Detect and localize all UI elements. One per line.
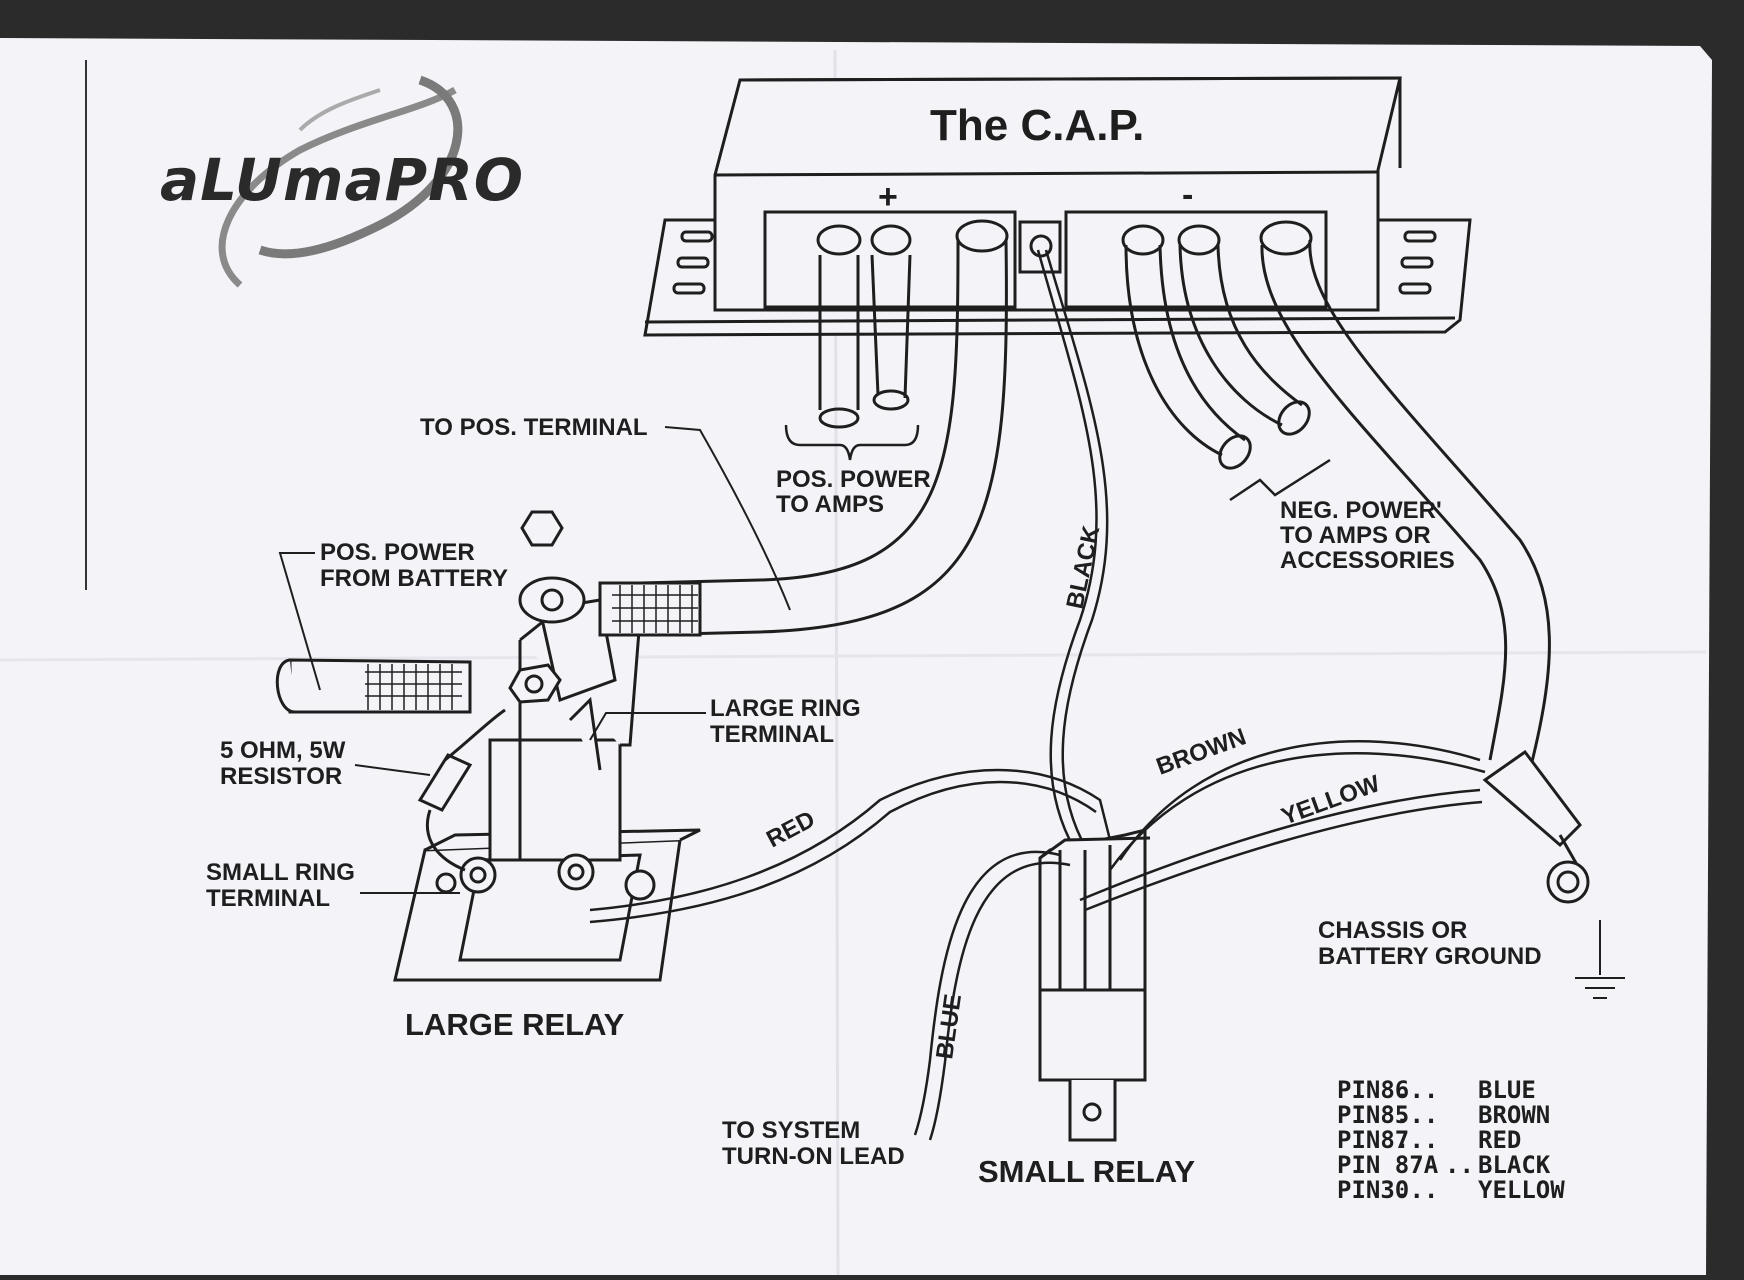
label-small-ring-2: TERMINAL — [206, 885, 330, 912]
label-resistor-2: RESISTOR — [220, 763, 342, 790]
logo-text: aLUmaPRO — [160, 146, 524, 214]
label-resistor-1: 5 OHM, 5W — [220, 737, 346, 764]
pin-legend-row: PIN87 ... RED — [1337, 1126, 1521, 1154]
svg-text:...: ... — [1395, 1176, 1438, 1204]
svg-text:PIN87: PIN87 — [1337, 1126, 1409, 1154]
label-chassis-2: BATTERY GROUND — [1318, 943, 1542, 970]
label-pos-power-to-amps-1: POS. POWER — [776, 466, 931, 493]
label-neg-power-1: NEG. POWER' — [1280, 497, 1442, 524]
pin-legend-row: PIN85 ... BROWN — [1337, 1101, 1550, 1129]
svg-text:PIN30: PIN30 — [1337, 1176, 1409, 1204]
minus-sign: - — [1182, 176, 1193, 214]
neg-brace — [1229, 458, 1331, 502]
svg-text:..: .. — [1445, 1151, 1474, 1179]
label-small-relay: SMALL RELAY — [978, 1154, 1195, 1189]
small-relay — [1038, 828, 1151, 1142]
label-neg-power-3: ACCESSORIES — [1280, 547, 1455, 574]
pos-brace — [784, 424, 920, 461]
svg-text:BROWN: BROWN — [1478, 1101, 1550, 1129]
svg-text:RED: RED — [1478, 1126, 1521, 1154]
crimp-hatch — [365, 585, 698, 710]
label-turn-on-1: TO SYSTEM — [722, 1117, 860, 1144]
leader-lines — [278, 426, 1625, 999]
label-chassis-1: CHASSIS OR — [1318, 917, 1467, 944]
svg-text:PIN 87A: PIN 87A — [1337, 1151, 1439, 1179]
svg-text:PIN85: PIN85 — [1337, 1101, 1409, 1129]
svg-text:BLUE: BLUE — [1478, 1076, 1536, 1104]
svg-text:YELLOW: YELLOW — [1478, 1176, 1565, 1204]
svg-text:...: ... — [1395, 1076, 1438, 1104]
label-pos-power-battery-2: FROM BATTERY — [320, 565, 508, 592]
svg-text:...: ... — [1395, 1101, 1438, 1129]
label-large-ring-1: LARGE RING — [710, 695, 861, 722]
label-large-ring-2: TERMINAL — [710, 721, 834, 748]
label-neg-power-2: TO AMPS OR — [1280, 522, 1431, 549]
large-relay — [275, 510, 702, 982]
svg-text:BLACK: BLACK — [1478, 1151, 1551, 1179]
cap-unit — [643, 76, 1472, 337]
label-large-relay: LARGE RELAY — [405, 1007, 625, 1042]
pin-legend: PIN86 ... BLUE PIN85 ... BROWN PIN87 ...… — [1337, 1076, 1565, 1204]
label-turn-on-2: TURN-ON LEAD — [722, 1143, 905, 1170]
label-small-ring-1: SMALL RING — [206, 859, 355, 886]
svg-text:...: ... — [1395, 1126, 1438, 1154]
pin-legend-row: PIN86 ... BLUE — [1337, 1076, 1536, 1104]
label-pos-power-battery-1: POS. POWER — [320, 539, 475, 566]
pin-legend-row: PIN 87A .. BLACK — [1337, 1151, 1551, 1179]
plus-sign: + — [878, 178, 898, 216]
pin-legend-row: PIN30 ... YELLOW — [1337, 1176, 1565, 1204]
label-pos-power-to-amps-2: TO AMPS — [776, 491, 884, 518]
labels: TO POS. TERMINAL POS. POWER TO AMPS NEG.… — [206, 414, 1542, 1189]
thin-wires — [589, 740, 1486, 1141]
cables — [639, 219, 1590, 904]
svg-text:PIN86: PIN86 — [1337, 1076, 1409, 1104]
alumapro-logo: aLUmaPRO — [160, 75, 524, 288]
label-to-pos-terminal: TO POS. TERMINAL — [420, 414, 648, 441]
cap-title: The C.A.P. — [930, 101, 1144, 150]
